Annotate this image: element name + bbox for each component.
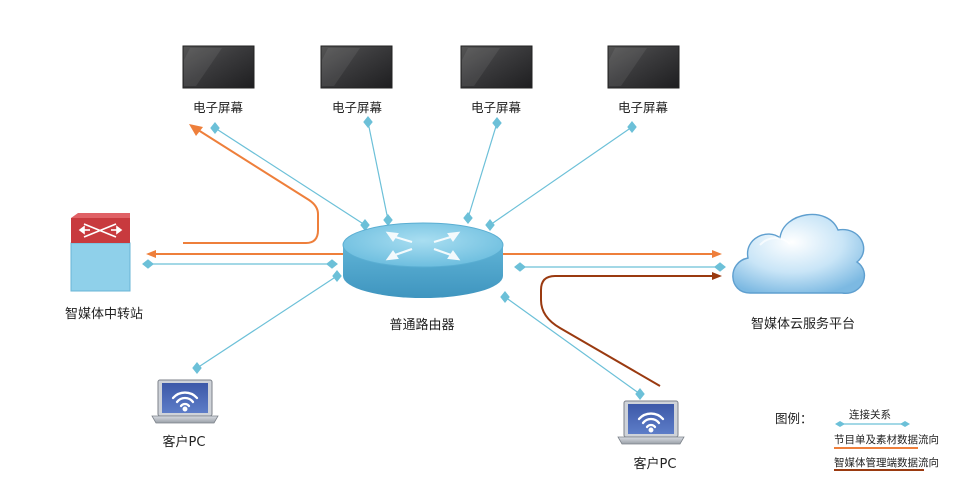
connection-screen-3 [463,117,502,224]
connection-screen-1 [210,122,370,231]
connection-pc-left [192,270,342,374]
switch-station-icon [70,213,131,292]
laptop-icon-right [617,400,685,445]
legend-item-connection: 连接关系 [849,409,891,421]
screen-icon-3 [460,45,533,89]
legend-item-management-flow: 智媒体管理端数据流向 [834,457,939,469]
screen-icon-1 [182,45,255,89]
screen-icon-2 [320,45,393,89]
legend-title: 图例： [775,411,813,426]
connection-pc-right [500,291,645,400]
screen-label-3: 电子屏幕 [470,100,522,115]
legend-connection-line [835,421,910,427]
screen-icons [182,45,680,89]
connection-screen-4 [485,121,637,231]
screen-label-1: 电子屏幕 [192,100,244,115]
connection-station [142,259,338,269]
cloud-icon [732,213,866,294]
router-icon [342,222,504,298]
screen-label-4: 电子屏幕 [617,100,669,115]
wifi-icon [171,391,199,412]
pc-label-left: 客户PC [162,435,206,450]
connection-cloud [514,262,726,272]
laptop-icon-left [151,379,219,424]
screen-icon-4 [607,45,680,89]
legend-lines [834,421,924,471]
screen-label-2: 电子屏幕 [331,100,383,115]
connection-screen-2 [363,116,393,226]
wifi-icon [637,412,665,433]
router-label: 普通路由器 [389,318,455,333]
cloud-label: 智媒体云服务平台 [750,317,856,332]
legend-item-program-flow: 节目单及素材数据流向 [834,434,939,446]
connection-lines [142,116,726,400]
station-label: 智媒体中转站 [64,307,144,322]
pc-label-right: 客户PC [633,457,677,472]
management-flow-line [540,272,722,387]
